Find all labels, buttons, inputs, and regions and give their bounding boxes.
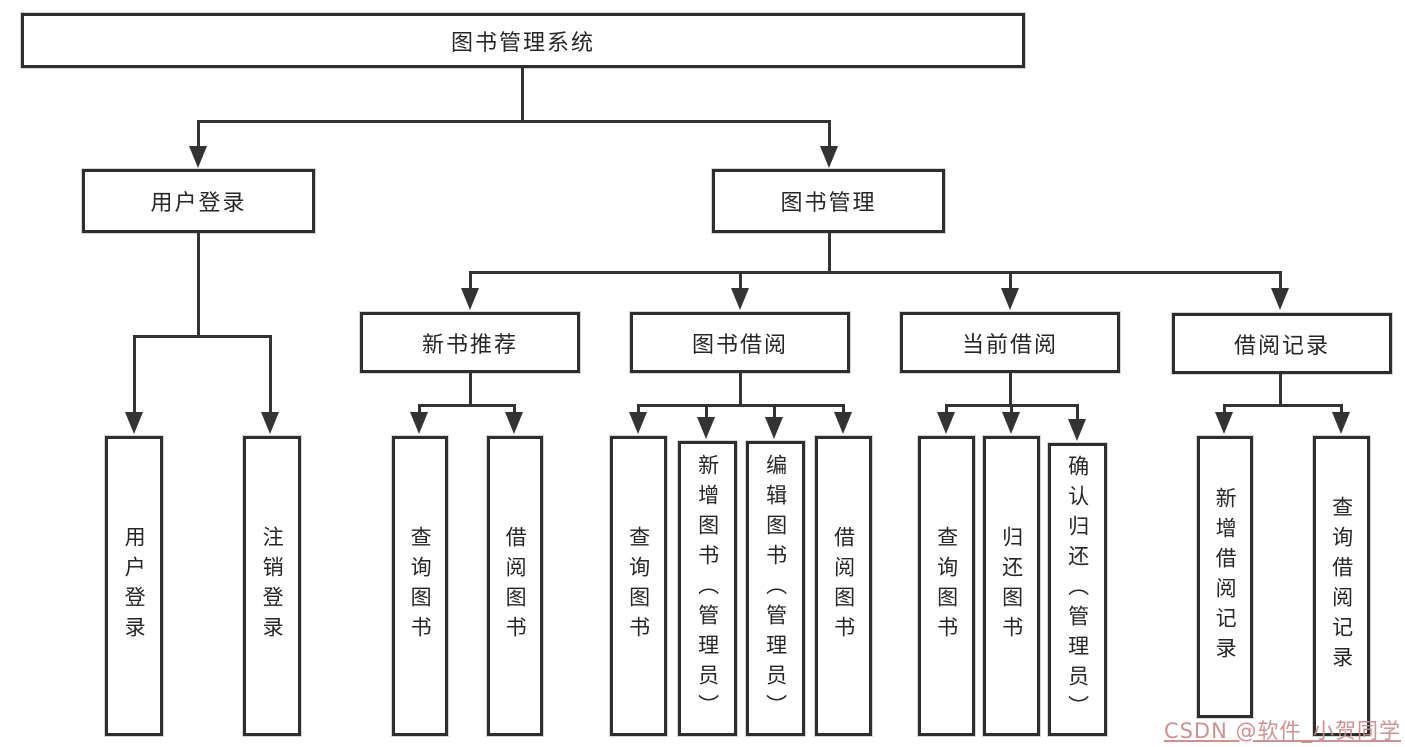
arrow-down-icon: [461, 288, 479, 310]
arrow-down-icon: [1002, 412, 1020, 434]
node-borrowing-records: 借阅记录: [1172, 313, 1392, 374]
connector-line: [469, 271, 1282, 274]
connector-line: [1223, 404, 1342, 407]
connector-line: [739, 373, 742, 404]
leaf-query-books-current: 查询图书: [918, 436, 975, 736]
arrow-down-icon: [505, 412, 523, 434]
arrow-down-icon: [697, 417, 715, 439]
leaf-confirm-return-admin: 确认归还（管理员）: [1048, 443, 1107, 736]
connector-line: [197, 233, 200, 335]
arrow-down-icon: [1001, 288, 1019, 310]
node-new-book-recommend: 新书推荐: [360, 312, 580, 373]
arrow-down-icon: [1271, 288, 1289, 310]
node-current-borrowing: 当前借阅: [900, 312, 1120, 373]
arrow-down-icon: [820, 146, 838, 168]
connector-line: [418, 404, 516, 407]
leaf-borrow-books-borrowing: 借阅图书: [815, 436, 872, 736]
leaf-query-books-borrowing: 查询图书: [610, 436, 667, 736]
connector-line: [269, 335, 272, 413]
connector-line: [1279, 374, 1282, 404]
arrow-down-icon: [1215, 412, 1233, 434]
leaf-edit-books-admin: 编辑图书（管理员）: [746, 441, 805, 736]
arrow-down-icon: [629, 412, 647, 434]
connector-line: [1340, 404, 1343, 418]
connector-line: [418, 404, 421, 418]
leaf-query-books-recommend: 查询图书: [392, 436, 448, 736]
arrow-down-icon: [1068, 419, 1086, 441]
connector-line: [1010, 404, 1013, 418]
arrow-down-icon: [765, 417, 783, 439]
arrow-down-icon: [410, 412, 428, 434]
connector-line: [828, 120, 831, 152]
arrow-down-icon: [125, 412, 143, 434]
node-user-login: 用户登录: [82, 169, 315, 233]
connector-line: [469, 373, 472, 404]
connector-line: [842, 404, 845, 418]
connector-line: [133, 335, 272, 338]
connector-line: [469, 271, 472, 290]
connector-line: [197, 120, 831, 123]
connector-line: [521, 68, 524, 120]
connector-line: [197, 120, 200, 152]
arrow-down-icon: [1332, 412, 1350, 434]
arrow-down-icon: [189, 146, 207, 168]
arrow-down-icon: [937, 412, 955, 434]
node-library-system: 图书管理系统: [21, 13, 1025, 68]
connector-line: [637, 404, 845, 407]
leaf-add-books-admin: 新增图书（管理员）: [678, 441, 737, 736]
leaf-user-login: 用户登录: [105, 436, 163, 736]
leaf-query-borrow-record: 查询借阅记录: [1313, 436, 1370, 736]
leaf-logout-login: 注销登录: [243, 436, 301, 736]
leaf-borrow-books-recommend: 借阅图书: [487, 436, 543, 736]
connector-line: [637, 404, 640, 418]
connector-line: [513, 404, 516, 418]
connector-line: [773, 404, 776, 422]
leaf-add-borrow-record: 新增借阅记录: [1197, 436, 1253, 718]
connector-line: [133, 335, 136, 413]
connector-line: [945, 404, 948, 418]
connector-line: [705, 404, 708, 422]
connector-line: [828, 233, 831, 271]
arrow-down-icon: [731, 288, 749, 310]
arrow-down-icon: [834, 412, 852, 434]
arrow-down-icon: [261, 412, 279, 434]
node-book-management: 图书管理: [712, 169, 945, 233]
connector-line: [1223, 404, 1226, 418]
connector-line: [739, 271, 742, 290]
node-book-borrowing: 图书借阅: [630, 312, 850, 373]
connector-line: [1076, 404, 1079, 422]
connector-line: [1009, 271, 1012, 290]
watermark: CSDN @软件_小贺同学: [1163, 719, 1401, 743]
leaf-return-books: 归还图书: [983, 436, 1040, 736]
connector-line: [1279, 271, 1282, 290]
connector-line: [1009, 373, 1012, 404]
